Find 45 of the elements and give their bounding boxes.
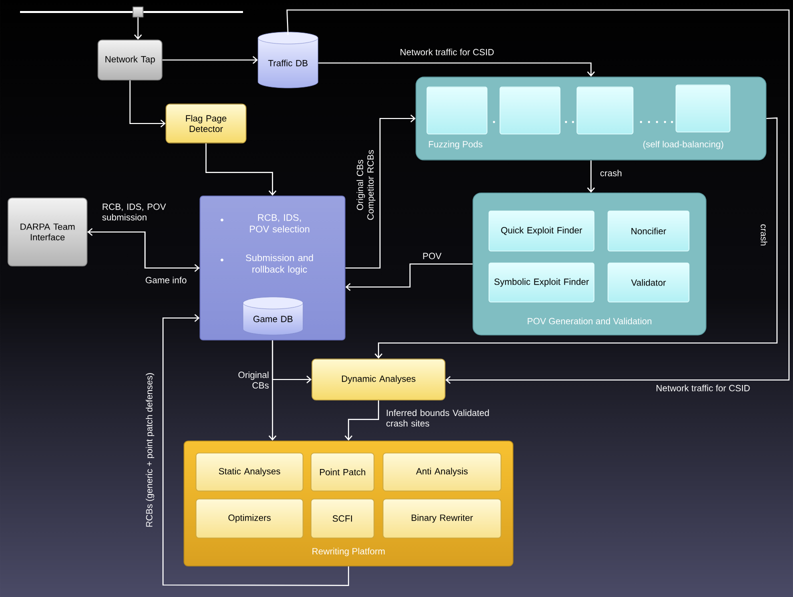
edge-label: Original CBs <box>238 371 269 389</box>
component-box: SCFI <box>310 498 374 538</box>
edge-label: RCBs (generic + point patch defenses) <box>146 373 154 527</box>
component-box: Anti Analysis <box>382 452 502 492</box>
component-box: Static Analyses <box>196 452 304 492</box>
component-box <box>676 84 730 132</box>
edge-label: Game info <box>146 276 186 284</box>
arrow <box>162 314 350 586</box>
component-box <box>576 86 634 134</box>
edge-label: POV <box>423 252 442 260</box>
tap-square <box>132 6 144 18</box>
arrow <box>134 17 142 40</box>
edge-label: Network traffic for CSID <box>656 384 750 392</box>
edge-label: Inferred bounds Validated crash sites <box>386 409 489 427</box>
arrow <box>344 400 380 441</box>
component-box <box>500 86 560 134</box>
edge-label: Network traffic for CSID <box>400 48 494 56</box>
component-box: Validator <box>608 262 690 302</box>
arrow <box>162 56 258 64</box>
process-box: Flag Page Detector <box>166 104 246 144</box>
component-box: Optimizers <box>196 498 304 538</box>
arrow <box>268 340 276 441</box>
arrow <box>345 263 473 291</box>
arrow <box>129 80 166 128</box>
component-box: Point Patch <box>310 452 374 492</box>
component-box <box>426 86 488 134</box>
process-box: Dynamic Analyses <box>312 358 446 400</box>
arrow <box>286 9 790 384</box>
process-box: Network Tap <box>98 40 162 80</box>
database-cylinder: Game DB <box>242 296 304 336</box>
edge-label: crash <box>600 170 622 176</box>
arrow <box>345 114 416 269</box>
arrow <box>374 117 778 359</box>
arrow <box>318 62 595 77</box>
arrow <box>587 160 595 193</box>
edge-label: crash <box>760 224 768 246</box>
component-box: Quick Exploit Finder <box>488 210 594 252</box>
component-box: Noncifier <box>608 210 690 252</box>
database-cylinder: Traffic DB <box>258 32 318 88</box>
component-box: Symbolic Exploit Finder <box>488 262 594 302</box>
edge-label: Original CBs Competitor RCBs <box>356 150 376 220</box>
edge-label: RCB, IDS, POV submission <box>102 204 166 220</box>
component-box: Binary Rewriter <box>382 498 502 538</box>
arrow <box>205 143 276 196</box>
process-box: DARPA Team Interface <box>8 198 88 266</box>
